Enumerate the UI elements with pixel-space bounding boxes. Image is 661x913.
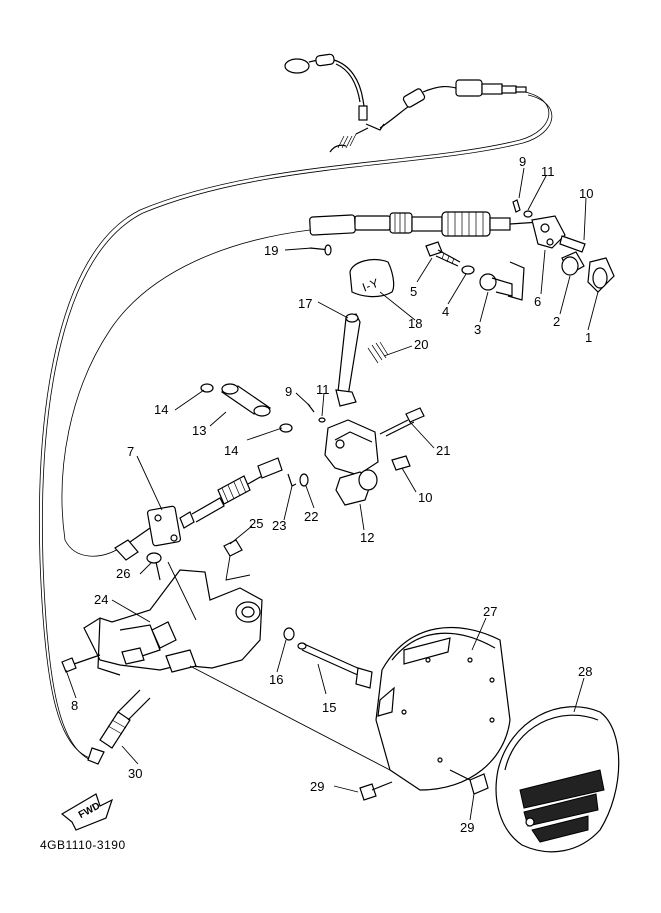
- fwd-arrow-icon: FWD: [60, 793, 114, 831]
- callout-14-top: 14: [154, 402, 168, 417]
- callout-18: 18: [408, 316, 422, 331]
- callout-11-top: 11: [541, 164, 555, 179]
- callout-12: 12: [360, 530, 374, 545]
- long-cable: [39, 91, 553, 764]
- callout-10-top: 10: [579, 186, 593, 201]
- callout-6: 6: [534, 294, 541, 309]
- callout-10-mid: 10: [418, 490, 432, 505]
- callout-15: 15: [322, 700, 336, 715]
- callout-8: 8: [71, 698, 78, 713]
- callout-2: 2: [553, 314, 560, 329]
- callout-13: 13: [192, 423, 206, 438]
- callout-30: 30: [128, 766, 142, 781]
- callout-29-left: 29: [310, 779, 324, 794]
- bracket-assembly: [61, 539, 391, 771]
- callout-26: 26: [116, 566, 130, 581]
- callout-16: 16: [269, 672, 283, 687]
- callout-23: 23: [272, 518, 286, 533]
- callout-24: 24: [94, 592, 108, 607]
- callout-14-mid: 14: [224, 443, 238, 458]
- callout-5: 5: [410, 284, 417, 299]
- roller-and-spacers: [200, 383, 293, 433]
- callout-1: 1: [585, 330, 592, 345]
- callout-3: 3: [474, 322, 481, 337]
- callout-27: 27: [483, 604, 497, 619]
- inner-cover: [375, 626, 511, 791]
- upper-cable-assembly: [284, 53, 527, 153]
- callout-11-mid: 11: [316, 382, 330, 397]
- throttle-cable-upper: [309, 211, 541, 237]
- long-bolt: [297, 642, 373, 689]
- callout-22: 22: [304, 509, 318, 524]
- throttle-cable-lower: [114, 457, 309, 561]
- outer-cover: [495, 706, 620, 853]
- top-right-hardware: I-Y: [309, 199, 615, 301]
- callout-4: 4: [442, 304, 449, 319]
- callout-25: 25: [249, 516, 263, 531]
- callout-19: 19: [264, 243, 278, 258]
- callout-29-right: 29: [460, 820, 474, 835]
- lever-and-spring: [335, 313, 389, 407]
- callout-7: 7: [127, 444, 134, 459]
- diagram-code: 4GB1110-3190: [40, 838, 126, 852]
- callout-labels: 1 2 3 4 5 6 7 8 9 9 10 10 11 11 12 13 14…: [71, 154, 593, 835]
- leader-lines: [65, 167, 599, 821]
- svg-text:I-Y: I-Y: [360, 276, 381, 295]
- pivot-housing: [307, 403, 425, 506]
- callout-28: 28: [578, 664, 592, 679]
- callout-20: 20: [414, 337, 428, 352]
- callout-21: 21: [436, 443, 450, 458]
- cover-bolts: [359, 769, 489, 801]
- callout-9-mid: 9: [285, 384, 292, 399]
- callout-17: 17: [298, 296, 312, 311]
- sensor-cable: [87, 689, 151, 765]
- callout-9-top: 9: [519, 154, 526, 169]
